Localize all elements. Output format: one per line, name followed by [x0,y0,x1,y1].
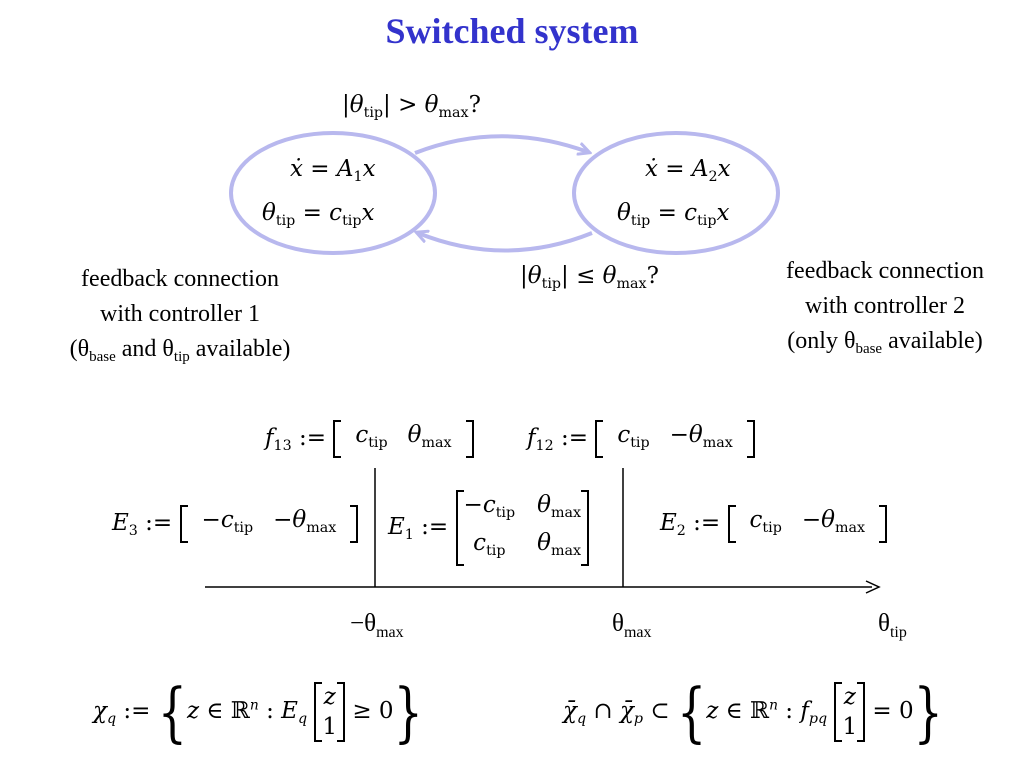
transition-arrow-top [414,134,588,153]
mode1-ellipse [229,131,437,255]
theta-tip-axis-label: θtip [878,610,907,641]
E3-definition: E3 := −ctip−θmax [112,505,359,543]
caption-controller-2: feedback connection with controller 2 (o… [735,254,1024,367]
caption-right-line1: feedback connection [786,258,984,284]
f12-definition: f12 := ctip−θmax [527,420,755,458]
mode1-state-equation: ẋ = A1x [290,156,376,185]
pos-theta-max-label: θmax [612,610,652,641]
slide-title: Switched system [385,11,639,51]
caption-right-line3: (only θbase available) [787,328,983,357]
mode2-output-equation: θtip = ctipx [617,200,730,229]
neg-theta-max-label: −θmax [350,610,404,641]
mode2-state-equation: ẋ = A2x [645,156,731,185]
transition-condition-top: |θtip| > θmax? [342,92,481,121]
transition-arrow-bottom [418,233,593,253]
caption-left-line2: with controller 1 [100,301,260,327]
caption-right-line2: with controller 2 [805,293,965,319]
mode1-output-equation: θtip = ctipx [262,200,375,229]
E2-definition: E2 := ctip−θmax [660,505,888,543]
mode2-ellipse [572,131,780,255]
transition-condition-bottom: |θtip| ≤ θmax? [520,263,659,292]
caption-left-line3: (θbase and θtip available) [69,336,291,365]
caption-left-line1: feedback connection [81,266,279,292]
caption-controller-1: feedback connection with controller 1 (θ… [30,262,330,375]
axis-arrowhead [865,580,881,594]
